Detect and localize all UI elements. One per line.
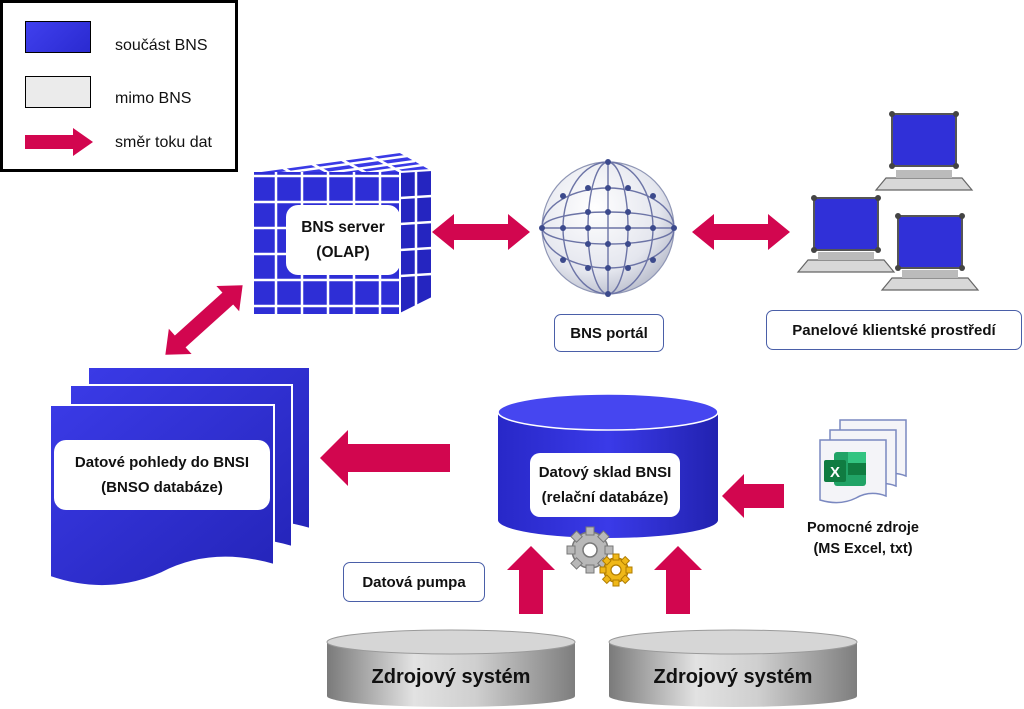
arrow-portal-client-icon <box>692 214 790 250</box>
aux-sources-label: Pomocné zdroje (MS Excel, txt) <box>788 518 938 560</box>
warehouse-label: Datový sklad BNSI <box>538 464 672 481</box>
svg-text:X: X <box>830 464 840 481</box>
warehouse-box: Datový sklad BNSI (relační databáze) <box>530 453 680 517</box>
arrow-source2-warehouse-icon <box>654 546 702 614</box>
arrow-source1-warehouse-icon <box>507 546 555 614</box>
legend-label-flow: směr toku dat <box>115 134 212 151</box>
olap-cube-icon <box>250 150 436 316</box>
data-views-label: Datové pohledy do BNSI <box>74 454 250 471</box>
data-pump-label: Datová pumpa <box>343 562 485 602</box>
aux-sources-line1: Pomocné zdroje <box>807 520 919 536</box>
olap-server-box: BNS server (OLAP) <box>286 205 400 275</box>
source-system-1-label: Zdrojový systém <box>371 666 531 688</box>
computer-icon <box>874 111 974 191</box>
aux-sources-line2: (MS Excel, txt) <box>813 541 913 557</box>
olap-server-label: BNS server <box>301 219 385 236</box>
client-label: Panelové klientské prostředí <box>766 310 1022 350</box>
source-system-database-icon <box>608 629 858 707</box>
computer-icon <box>796 195 896 273</box>
gears-icon <box>566 526 633 587</box>
source-system-database-icon <box>326 629 576 707</box>
data-views-box: Datové pohledy do BNSI (BNSO databáze) <box>54 440 270 510</box>
portal-label: BNS portál <box>554 314 664 352</box>
computer-icon <box>880 213 980 291</box>
excel-files-icon: X <box>819 419 907 504</box>
arrow-aux-warehouse-icon <box>722 474 784 518</box>
legend-label-bns: součást BNS <box>115 37 208 54</box>
source-system-2-label: Zdrojový systém <box>653 666 813 688</box>
legend-swatch-bns <box>25 21 91 53</box>
legend-arrow-icon <box>25 128 93 156</box>
olap-server-sublabel: (OLAP) <box>316 244 370 261</box>
arrow-warehouse-views-icon <box>320 430 450 486</box>
globe-icon <box>539 159 677 297</box>
arrow-cube-portal-icon <box>432 214 530 250</box>
legend-swatch-outside <box>25 76 91 108</box>
legend-label-outside: mimo BNS <box>115 90 192 107</box>
warehouse-sublabel: (relační databáze) <box>541 489 669 506</box>
legend: součást BNS mimo BNS směr toku dat <box>0 0 238 172</box>
arrow-views-cube-icon <box>165 285 243 355</box>
data-views-sublabel: (BNSO databáze) <box>101 479 223 496</box>
